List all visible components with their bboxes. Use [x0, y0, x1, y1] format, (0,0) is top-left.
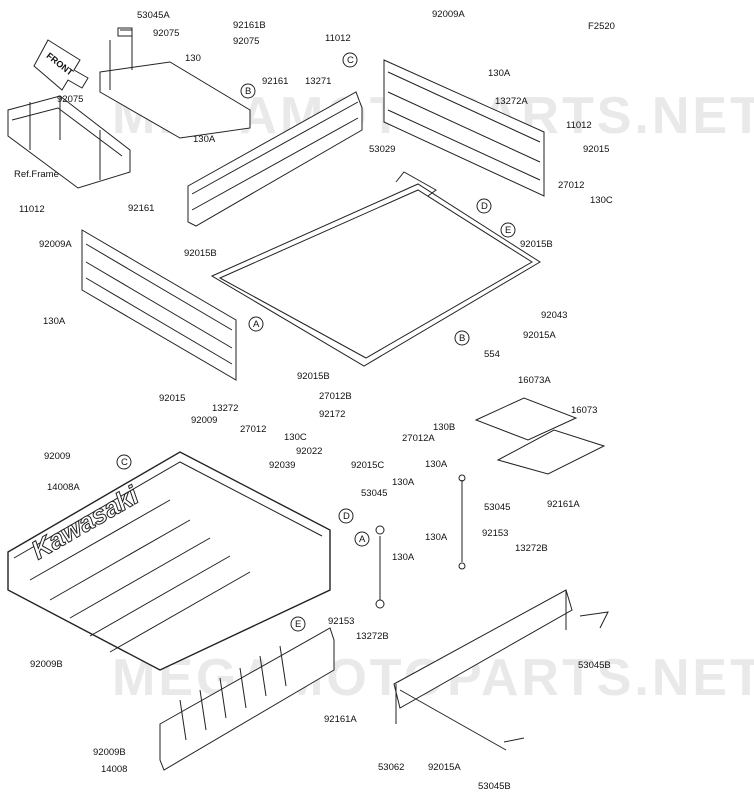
callout-B: B	[245, 86, 252, 97]
part-label: 92161	[262, 76, 289, 87]
part-label: 92161B	[233, 20, 266, 31]
part-label: 92015B	[520, 239, 553, 250]
part-label: 27012	[558, 180, 585, 191]
part-label: 130A	[425, 532, 448, 543]
callout-C: C	[347, 55, 354, 66]
part-label: 130B	[433, 422, 456, 433]
side-panel-13272	[81, 229, 237, 381]
side-panel-13272A	[383, 59, 545, 197]
part-label: 53045B	[578, 660, 611, 671]
callout-circle	[290, 616, 306, 632]
callout-C2: C	[121, 457, 128, 468]
part-label: 130A	[193, 134, 216, 145]
part-label: 92015B	[184, 248, 217, 259]
part-label: 92022	[296, 446, 323, 457]
part-label: 53029	[369, 144, 396, 155]
callout-circle	[476, 198, 492, 214]
part-label: 130C	[284, 432, 307, 443]
part-label: 92075	[153, 28, 180, 39]
part-label: 130A	[488, 68, 511, 79]
part-label: 53045	[361, 488, 388, 499]
part-label: 13272B	[515, 543, 548, 554]
part-label: 92153	[482, 528, 509, 539]
part-label: 92015	[159, 393, 186, 404]
front-arrow-icon	[33, 39, 89, 91]
side-panel-13271	[187, 91, 363, 227]
part-label: 92161A	[547, 499, 580, 510]
part-label: 92009	[44, 451, 71, 462]
part-label: 92009	[191, 415, 218, 426]
part-label: 92009B	[93, 747, 126, 758]
part-label: 14008	[101, 764, 128, 775]
part-label: 27012	[240, 424, 267, 435]
ref-frame-part	[7, 95, 131, 189]
part-label: 92015B	[297, 371, 330, 382]
callout-E: E	[505, 225, 512, 236]
part-label: 13272	[212, 403, 239, 414]
part-label: 92075	[233, 36, 260, 47]
callout-D: D	[481, 201, 488, 212]
callout-circle	[342, 52, 358, 68]
part-label: 14008A	[47, 482, 80, 493]
callout-circle	[454, 330, 470, 346]
part-label: 92161	[128, 203, 155, 214]
part-label: 130A	[392, 477, 415, 488]
part-label: 53045B	[478, 781, 511, 792]
ref-frame-label: Ref.Frame	[14, 169, 59, 180]
diagram-code: F2520	[588, 21, 615, 32]
callout-circle	[248, 316, 264, 332]
part-label: 130	[185, 53, 201, 64]
bed-floor-53029	[210, 171, 541, 367]
callout-circle	[116, 454, 132, 470]
callout-A2: A	[359, 534, 366, 545]
part-label: 92161A	[324, 714, 357, 725]
part-label: 27012B	[319, 391, 352, 402]
part-label: 130C	[590, 195, 613, 206]
part-label: 92009A	[39, 239, 72, 250]
part-label: 92039	[269, 460, 296, 471]
part-label: 53045	[484, 502, 511, 513]
part-label: 92075	[57, 94, 84, 105]
part-label: 13272B	[356, 631, 389, 642]
part-label: 92009B	[30, 659, 63, 670]
mat-16073	[496, 429, 606, 475]
callout-A: A	[253, 319, 260, 330]
part-label: 92009A	[432, 9, 465, 20]
part-label: 130A	[43, 316, 66, 327]
part-label: 11012	[325, 33, 351, 44]
part-label: 13271	[305, 76, 332, 87]
part-label: 16073A	[518, 375, 551, 386]
cable-53045	[375, 474, 466, 609]
callout-circle	[354, 531, 370, 547]
part-label: 92172	[319, 409, 346, 420]
part-label: 554	[484, 349, 500, 360]
callout-circle	[240, 83, 256, 99]
callout-circle	[338, 508, 354, 524]
part-label: 130A	[392, 552, 415, 563]
callout-B2: B	[459, 333, 466, 344]
part-label: 27012A	[402, 433, 435, 444]
part-label: 92015A	[523, 330, 556, 341]
part-label: 53062	[378, 762, 405, 773]
part-label: 92015C	[351, 460, 385, 471]
part-label: 53045A	[137, 10, 170, 21]
part-label: 11012	[566, 120, 592, 131]
part-label: 92153	[328, 616, 355, 627]
part-label: 92015	[583, 144, 610, 155]
tailgate-frame-53062	[393, 589, 609, 751]
mat-16073A	[474, 397, 578, 441]
cross-member-part	[99, 27, 251, 139]
part-label: 92043	[541, 310, 568, 321]
part-label: 11012	[19, 204, 45, 215]
callout-circle	[500, 222, 516, 238]
part-label: 130A	[425, 459, 448, 470]
tailgate-14008	[159, 627, 335, 771]
part-label: 92015A	[428, 762, 461, 773]
part-label: 13272A	[495, 96, 528, 107]
callout-E2: E	[295, 619, 302, 630]
callout-D2: D	[343, 511, 350, 522]
part-label: 16073	[571, 405, 598, 416]
